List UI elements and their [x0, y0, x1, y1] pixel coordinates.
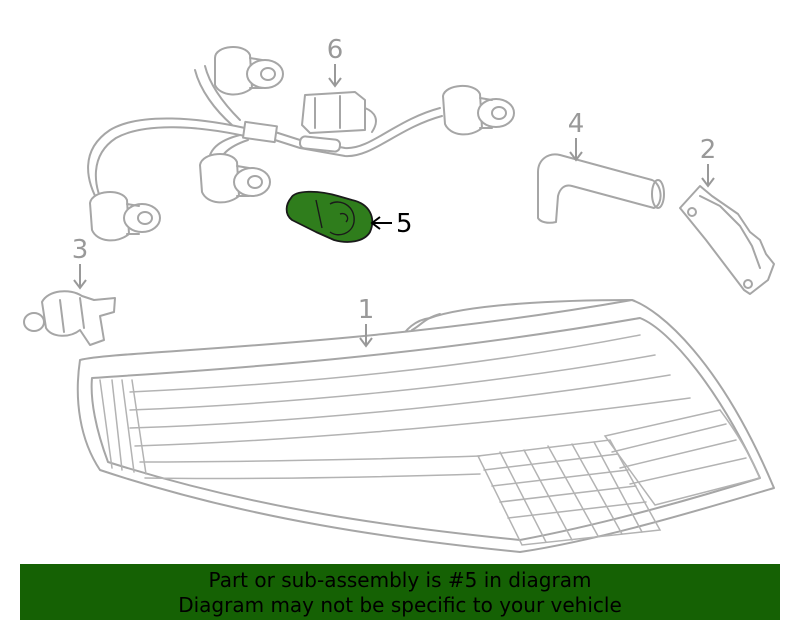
callout-1-number: 1 [358, 295, 375, 325]
info-banner: Part or sub-assembly is #5 in diagram Di… [20, 564, 780, 620]
callout-2: 2 [700, 135, 717, 188]
bulb-part-5[interactable] [285, 190, 374, 243]
callout-6: 6 [327, 35, 344, 88]
callout-3: 3 [72, 235, 89, 290]
tail-lamp-part-1 [76, 299, 775, 553]
callout-3-number: 3 [72, 235, 89, 265]
duct-part-4 [537, 153, 665, 224]
callout-1: 1 [358, 295, 375, 348]
callout-4-number: 4 [568, 109, 585, 139]
banner-line-1: Part or sub-assembly is #5 in diagram [208, 568, 592, 592]
bracket-part-2 [679, 185, 775, 295]
callout-6-number: 6 [327, 35, 344, 65]
callout-5[interactable]: 5 [370, 209, 413, 239]
callout-4: 4 [568, 109, 585, 162]
wiring-harness [87, 46, 515, 242]
socket-part-3 [23, 290, 116, 346]
banner-line-2: Diagram may not be specific to your vehi… [178, 593, 622, 617]
parts-diagram: 1 2 3 4 5 6 [23, 35, 775, 553]
callout-2-number: 2 [700, 135, 717, 165]
callout-5-number: 5 [396, 209, 413, 239]
